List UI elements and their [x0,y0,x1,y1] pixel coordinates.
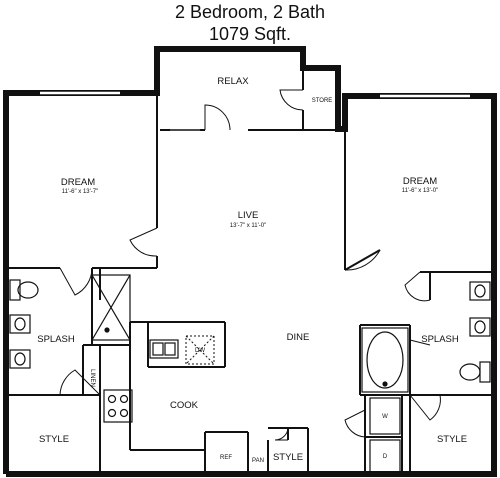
label-dream-right-dim: 11'-6" x 13'-0" [402,188,438,194]
label-dine: DINE [287,332,310,343]
label-dream-right: DREAM [403,176,437,187]
label-store: STORE [312,98,333,104]
label-style-left: STYLE [39,434,69,445]
label-dream-left: DREAM [61,177,95,188]
windows [40,91,470,131]
label-linen: LINEN [89,369,95,387]
exterior-walls [3,46,497,477]
plan-area: 1079 Sqft. [208,24,292,44]
toilet-left [9,279,39,301]
door-swings [59,89,441,441]
label-relax: RELAX [217,76,249,87]
kitchen-sink [149,339,179,359]
label-dream-left-dim: 11'-6" x 13'-7" [62,189,98,195]
label-splash-left: SPLASH [37,334,75,345]
washer-dryer [369,397,401,473]
label-style-center: STYLE [273,452,303,463]
sinks-right [469,281,491,337]
interior-walls [6,68,494,474]
label-cook: COOK [170,400,199,411]
toilet-right [459,361,491,383]
label-splash-right: SPLASH [421,334,459,345]
label-live: LIVE [238,210,259,221]
label-style-right: STYLE [437,434,467,445]
sinks-left [9,314,31,369]
range [103,389,133,423]
label-live-dim: 13'-7" x 11'-0" [230,223,266,229]
label-pan: PAN [252,458,264,464]
label-ref: REF [220,455,232,461]
shower-left [91,274,131,341]
label-washer: W [382,414,388,420]
label-dryer: D [383,454,388,460]
label-dw: DW [195,348,205,354]
plan-title: 2 Bedroom, 2 Bath [174,2,326,22]
tub-right [361,327,409,393]
dishwasher [185,335,215,365]
